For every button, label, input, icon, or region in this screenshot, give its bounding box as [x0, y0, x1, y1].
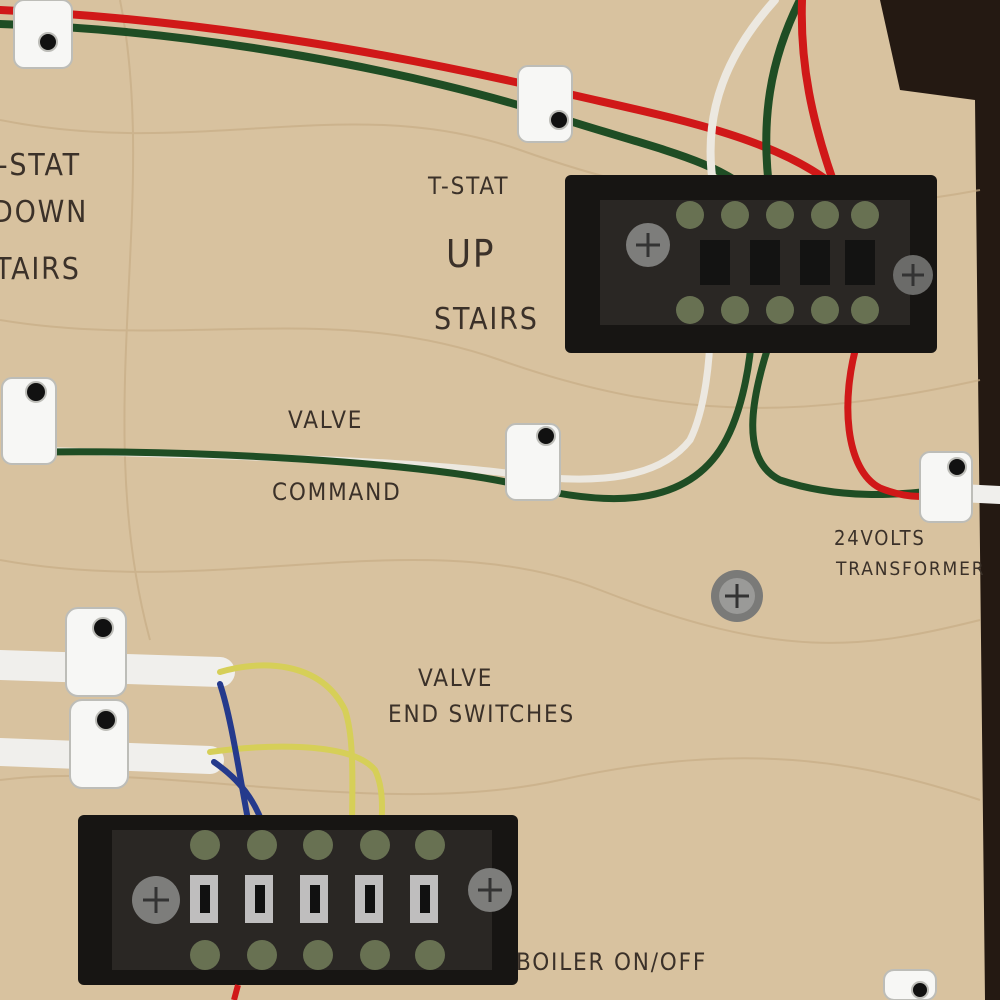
terminal-block-upper: [565, 175, 937, 353]
yellow-wire-1: [217, 662, 356, 833]
cable-clip-icon: [65, 607, 127, 697]
blue-wire-1: [217, 681, 253, 833]
screw-icon: [132, 876, 180, 924]
terminal-screws-upper: [676, 201, 879, 324]
red-wire-bottom: [231, 984, 241, 1000]
terminal-block-lower: [78, 815, 518, 985]
cable-clip-icon: [919, 451, 973, 523]
white-wire-top: [706, 0, 779, 194]
label-boiler: BOILER ON/OFF: [516, 948, 708, 976]
label-tstat-up-line1: T-STAT: [428, 172, 510, 200]
cable-clip-icon: [517, 65, 573, 143]
green-wire-top-2: [762, 0, 804, 199]
green-wire-valve: [36, 326, 756, 503]
screw-icon: [711, 570, 763, 622]
label-transformer-line1: 24VOLTS: [834, 526, 926, 550]
terminal-screws-lower: [190, 830, 445, 970]
cable-clip-icon: [13, 0, 73, 69]
label-tstat-down-line1: T-STAT: [0, 148, 81, 183]
label-tstat-down-line3: STAIRS: [0, 252, 81, 287]
red-wire-top-2: [797, 0, 844, 204]
label-valve-command-line2: COMMAND: [272, 478, 402, 506]
screw-icon: [468, 868, 512, 912]
cable-clip-icon: [883, 969, 937, 1000]
label-transformer-line2: TRANSFORMER: [836, 558, 986, 580]
label-tstat-down-line2: DOWN: [0, 195, 89, 230]
cable-clip-icon: [1, 377, 57, 465]
cable-clips: [1, 0, 973, 1000]
label-tstat-up-line2: UP: [446, 232, 496, 276]
cable-clip-icon: [69, 699, 129, 789]
label-end-switches-line1: VALVE: [418, 664, 494, 692]
label-tstat-up-line3: STAIRS: [434, 302, 539, 337]
label-valve-command-line1: VALVE: [288, 406, 364, 434]
label-end-switches-line2: END SWITCHES: [388, 700, 575, 728]
green-wire-top: [0, 20, 764, 204]
yellow-wire-2: [207, 743, 386, 838]
cable-clip-icon: [505, 423, 561, 501]
